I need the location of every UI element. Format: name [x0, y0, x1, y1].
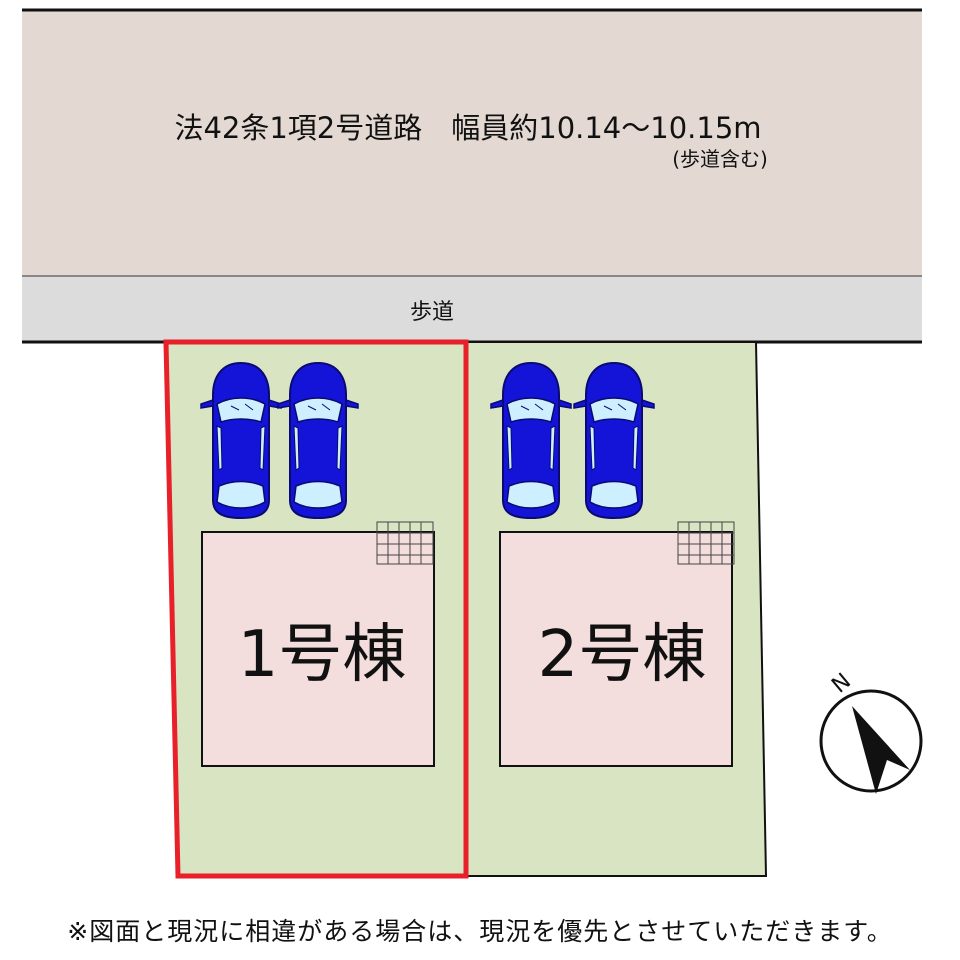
- north-arrow-icon: [852, 706, 910, 794]
- car-icon: [200, 362, 282, 519]
- car-icon: [277, 362, 359, 519]
- building-2: [499, 531, 733, 767]
- road-label: 法42条1項2号道路 幅員約10.14～10.15m: [174, 111, 761, 145]
- car-icon: [573, 362, 655, 519]
- disclaimer-note: ※図面と現況に相違がある場合は、現況を優先とさせていただきます。: [67, 917, 893, 946]
- car-icon: [490, 362, 572, 519]
- sidewalk-area: [22, 276, 922, 342]
- road-sublabel: (歩道含む): [672, 147, 768, 171]
- building-1: [201, 531, 435, 767]
- building-2-label: 2号棟: [538, 618, 707, 692]
- north-compass: N: [819, 669, 923, 794]
- road-area: [22, 10, 922, 276]
- lot-1-highlight: [163, 339, 469, 879]
- sidewalk-label: 歩道: [410, 300, 454, 325]
- building-1-label: 1号棟: [238, 618, 407, 692]
